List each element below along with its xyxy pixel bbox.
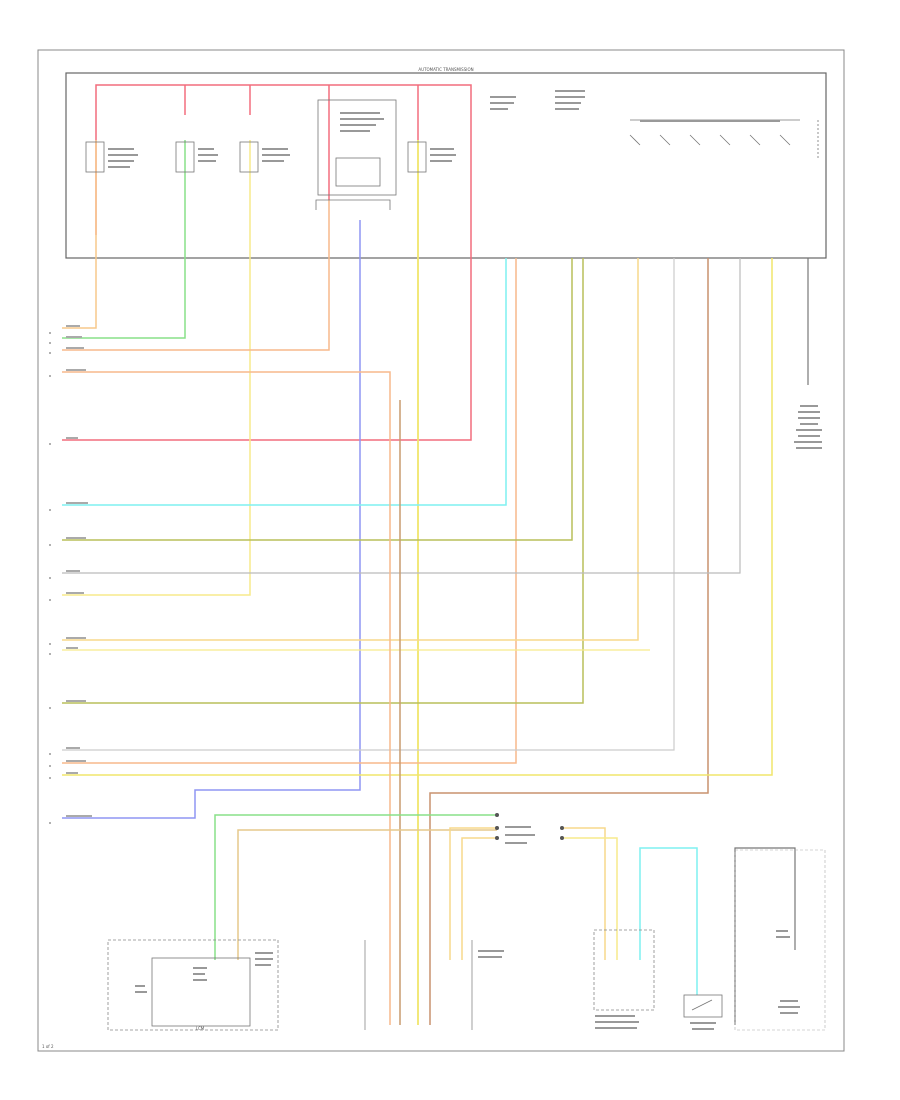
wire-cyan-bottom [639, 847, 698, 995]
left-circuit-markers [49, 332, 51, 824]
lcm-module-box [107, 939, 279, 1031]
brake-switch-contact [691, 999, 713, 1011]
bcm-text-lines [478, 950, 504, 958]
wire-green-bottom [214, 814, 497, 960]
lcm-label: LCM [196, 1026, 205, 1031]
module-internals [85, 99, 427, 210]
lcm-inner-box [151, 957, 251, 1027]
wire-tan-b3 [461, 837, 497, 960]
switch-contacts [629, 119, 819, 160]
wire-orange-long [62, 371, 391, 1025]
module-header: AUTOMATIC TRANSMISSION [418, 67, 473, 72]
wire-red-top [62, 84, 472, 441]
wire-gray-1 [62, 258, 675, 751]
wire-yellow-b4 [562, 827, 606, 960]
wire-gray-2 [62, 258, 741, 574]
park-neutral-box [593, 929, 655, 1011]
wire-yellow-3 [62, 140, 251, 596]
connector-junction [495, 813, 564, 840]
wire-cyan [62, 258, 507, 506]
wire-tan-1 [62, 258, 639, 641]
connector-label [505, 826, 535, 844]
wire-yellow-7 [62, 258, 773, 776]
wire-orange-1 [62, 140, 97, 329]
wire-tan-bottom [237, 829, 497, 960]
wire-olive-1 [62, 258, 573, 541]
wire-black-bottom [734, 847, 796, 1025]
brake-switch-text [690, 1022, 716, 1030]
page-border [37, 49, 845, 1052]
brake-switch-box [683, 994, 723, 1018]
page-tag: 1 of 2 [42, 1044, 54, 1049]
module-box [65, 72, 827, 259]
wire-orange-b [62, 258, 517, 764]
wire-blue-5 [62, 220, 361, 819]
right-component-text [794, 405, 822, 449]
wire-green-1 [62, 140, 186, 339]
left-wire-labels [66, 325, 92, 817]
lcm-text-lines [135, 952, 273, 993]
park-neutral-text [595, 1015, 639, 1029]
wire-orange-4 [62, 200, 330, 351]
wire-tan-b2 [449, 827, 497, 960]
wire-brown-1 [429, 258, 709, 1025]
wire-yellow-b5 [562, 837, 618, 960]
wire-olive-2 [62, 258, 584, 704]
right-bottom-text [776, 930, 800, 1014]
right-bottom-box [734, 849, 826, 1031]
module-label-lines [108, 90, 780, 168]
